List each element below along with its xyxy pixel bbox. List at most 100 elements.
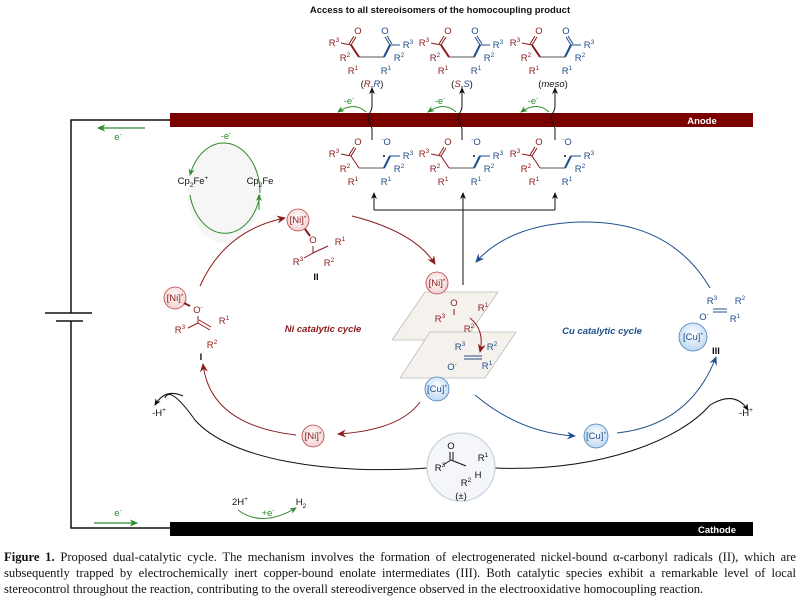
- cathode-label: Cathode: [698, 525, 736, 536]
- oxygen-atom: O: [354, 26, 361, 37]
- r1-group: R1: [348, 176, 359, 188]
- cu-cycle-arcs: [474, 221, 717, 440]
- r3-group: R3: [329, 148, 340, 160]
- svg-text:O-: O-: [447, 361, 457, 373]
- svg-text:+e-: +e-: [261, 507, 274, 519]
- svg-text:-e-: -e-: [221, 130, 232, 142]
- svg-text:III: III: [712, 346, 720, 357]
- r1-group: R1: [438, 65, 449, 77]
- intermediate-II: [Ni]* O R3 R1 R2 II: [286, 208, 346, 283]
- r3-group: R3: [493, 150, 504, 162]
- svg-text:R3: R3: [435, 313, 446, 325]
- electron-arrow-bottom: e-: [94, 507, 139, 527]
- r3-group: R3: [403, 39, 414, 51]
- oxygen-atom: O: [444, 137, 451, 148]
- svg-text:R2: R2: [487, 341, 498, 353]
- svg-text:[Ni]*: [Ni]*: [429, 278, 446, 289]
- stereo-label: (meso): [538, 79, 568, 90]
- svg-text:H2: H2: [296, 497, 307, 510]
- deprotonation-arrows: [154, 393, 749, 471]
- svg-text:O: O: [309, 235, 316, 246]
- electron-arrow-top: e-: [96, 124, 145, 143]
- r3-group: R3: [510, 37, 521, 49]
- intermediate-III: [Cu]* O- R3 R2 R1 III: [678, 295, 746, 357]
- r3-group: R3: [419, 37, 430, 49]
- oxygen-atom: -O: [381, 136, 391, 148]
- battery-icon: [45, 312, 92, 322]
- oxygen-atom: O: [471, 26, 478, 37]
- r2-group: R2: [521, 52, 532, 64]
- svg-text:R1: R1: [478, 452, 489, 464]
- oxygen-atom: O: [562, 26, 569, 37]
- cathode-reaction: 2H+ H2 +e-: [232, 496, 307, 519]
- svg-text:[Cu]*: [Cu]*: [683, 332, 703, 343]
- svg-text:O: O: [450, 298, 457, 309]
- svg-text:e-: e-: [114, 131, 121, 143]
- svg-text:-e-: -e-: [435, 95, 446, 107]
- r2-group: R2: [575, 163, 586, 175]
- r1-group: R1: [562, 65, 573, 77]
- svg-text:[Ni]*: [Ni]*: [167, 293, 184, 304]
- caption-text: Proposed dual-catalytic cycle. The mecha…: [4, 550, 796, 596]
- oxygen-atom: O: [354, 137, 361, 148]
- r1-group: R1: [381, 176, 392, 188]
- svg-text:R2: R2: [207, 339, 218, 351]
- r3-group: R3: [329, 37, 340, 49]
- svg-text:2H+: 2H+: [232, 496, 248, 508]
- r2-group: R2: [394, 52, 405, 64]
- r1-group: R1: [529, 65, 540, 77]
- r2-group: R2: [340, 163, 351, 175]
- oxygen-atom: O: [444, 26, 451, 37]
- svg-text:O: O: [447, 441, 454, 452]
- r2-group: R2: [484, 163, 495, 175]
- svg-text:[Cu]*: [Cu]*: [586, 431, 606, 442]
- svg-text:R3: R3: [175, 324, 186, 336]
- stereo-label: (R,R): [361, 79, 384, 90]
- r3-group: R3: [403, 150, 414, 162]
- r1-group: R1: [562, 176, 573, 188]
- mechanism-scheme: Access to all stereoisomers of the homoc…: [45, 5, 753, 536]
- r1-group: R1: [438, 176, 449, 188]
- r2-group: R2: [430, 52, 441, 64]
- cu-cycle-label: Cu catalytic cycle: [562, 326, 642, 337]
- ni-cycle-label: Ni catalytic cycle: [285, 324, 362, 335]
- r3-group: R3: [584, 39, 595, 51]
- svg-text:R3: R3: [435, 462, 446, 474]
- svg-text:e-: e-: [114, 507, 121, 519]
- free-cu-catalyst: [Cu]*: [583, 423, 609, 449]
- proton-loss-right: -H+: [739, 407, 753, 419]
- coupling-transition-state: [Ni]* O R3 R1 R2 R3 R2 O- R1 [Cu]*: [391, 271, 517, 402]
- anode-label: Anode: [687, 116, 717, 127]
- svg-text:R3: R3: [293, 256, 304, 268]
- free-ni-catalyst: [Ni]*: [301, 424, 325, 448]
- proton-loss-left: -H+: [152, 407, 166, 419]
- svg-text:[Cu]*: [Cu]*: [427, 384, 447, 395]
- svg-text:-e-: -e-: [528, 95, 539, 107]
- r3-group: R3: [493, 39, 504, 51]
- r1-group: R1: [471, 176, 482, 188]
- svg-text:II: II: [313, 272, 318, 283]
- r2-group: R2: [521, 163, 532, 175]
- svg-text:R1: R1: [478, 302, 489, 314]
- svg-text:H: H: [475, 470, 482, 481]
- scheme-title: Access to all stereoisomers of the homoc…: [310, 5, 571, 16]
- stereo-label: (S,S): [451, 79, 473, 90]
- svg-text:I: I: [200, 352, 203, 363]
- svg-text:(±): (±): [455, 491, 467, 502]
- svg-text:R3: R3: [455, 341, 466, 353]
- r3-group: R3: [510, 148, 521, 160]
- anode-bar: [170, 113, 753, 127]
- svg-text:R1: R1: [335, 236, 346, 248]
- r1-group: R1: [471, 65, 482, 77]
- oxidation-arrows: [367, 87, 558, 140]
- r1-group: R1: [529, 176, 540, 188]
- r3-group: R3: [419, 148, 430, 160]
- ni-cycle-arcs: [199, 215, 436, 438]
- r1-group: R1: [381, 65, 392, 77]
- ferrocene-label: Cp2Fe: [247, 176, 274, 189]
